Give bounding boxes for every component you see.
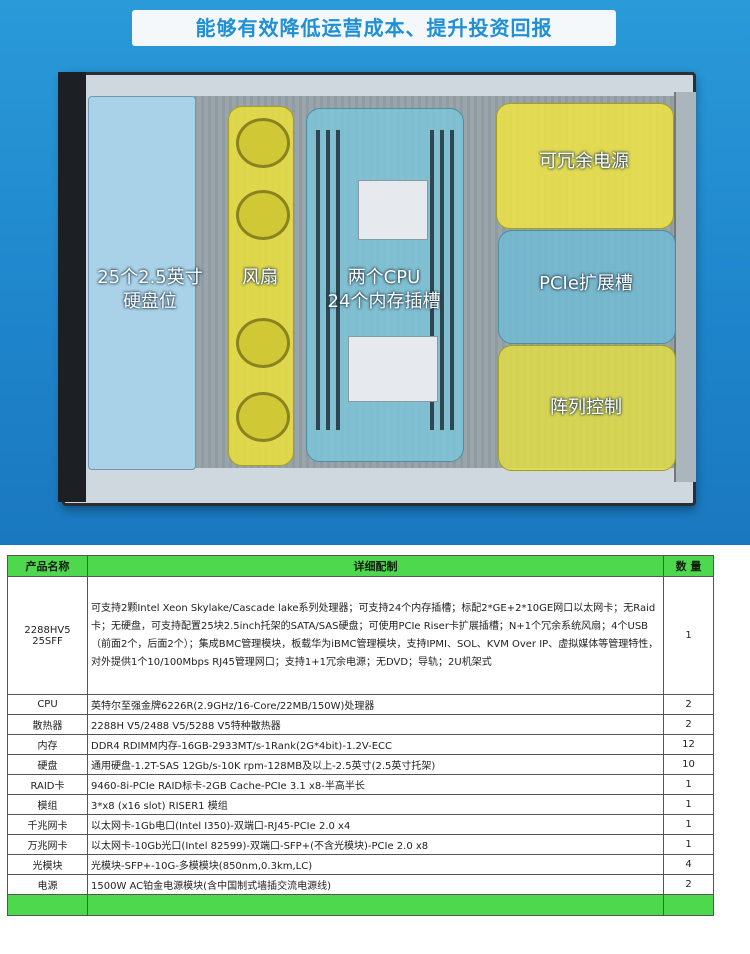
footer-cell [7,894,88,916]
product-detail: 9460-8i-PCIe RAID标卡-2GB Cache-PCIe 3.1 x… [87,774,664,795]
product-qty: 1 [663,794,714,815]
disk-bay-zone [88,96,196,470]
product-name: 千兆网卡 [7,814,88,835]
disk-label: 25个2.5英寸 硬盘位 [88,266,212,314]
cpu-socket [348,336,438,402]
product-name: 硬盘 [7,754,88,775]
table-row: 2288HV5 25SFF 可支持2颗Intel Xeon Skylake/Ca… [7,576,714,695]
product-name: 内存 [7,734,88,755]
product-qty: 2 [663,694,714,715]
fan-icon [236,190,290,240]
cpu-label: 两个CPU 24个内存插槽 [327,267,441,312]
product-qty: 1 [663,576,714,695]
product-detail: 可支持2颗Intel Xeon Skylake/Cascade lake系列处理… [87,576,664,695]
product-name: 模组 [7,794,88,815]
product-detail: 光模块-SFP+-10G-多模模块(850nm,0.3km,LC) [87,854,664,875]
product-detail: 3*x8 (x16 slot) RISER1 模组 [87,794,664,815]
table-row: 光模块 光模块-SFP+-10G-多模模块(850nm,0.3km,LC) 4 [7,854,714,875]
product-detail: DDR4 RDIMM内存-16GB-2933MT/s-1Rank(2G*4bit… [87,734,664,755]
product-qty: 10 [663,754,714,775]
dimm-slot [450,130,454,430]
header-product: 产品名称 [7,555,88,577]
psu-label: 可冗余电源 [539,151,629,172]
dimm-slot [430,130,434,430]
table-row: 硬盘 通用硬盘-1.2T-SAS 12Gb/s-10K rpm-128MB及以上… [7,754,714,775]
fan-icon [236,392,290,442]
product-name: 散热器 [7,714,88,735]
cpu-socket [358,180,428,240]
product-detail: 英特尔至强金牌6226R(2.9GHz/16-Core/22MB/150W)处理… [87,694,664,715]
fan-icon [236,118,290,168]
table-row: CPU 英特尔至强金牌6226R(2.9GHz/16-Core/22MB/150… [7,694,714,715]
product-detail: 以太网卡-10Gb光口(Intel 82599)-双端口-SFP+(不含光模块)… [87,834,664,855]
fan-icon [236,318,290,368]
product-name: 光模块 [7,854,88,875]
front-rail [58,72,86,502]
dimm-slot [316,130,320,430]
pcie-zone [498,230,676,344]
table-row: 千兆网卡 以太网卡-1Gb电口(Intel I350)-双端口-RJ45-PCI… [7,814,714,835]
product-detail: 1500W AC铂金电源模块(含中国制式墙插交流电源线) [87,874,664,895]
table-row: 电源 1500W AC铂金电源模块(含中国制式墙插交流电源线) 2 [7,874,714,895]
header-detail: 详细配制 [87,555,664,577]
product-qty: 2 [663,714,714,735]
dimm-slot [326,130,330,430]
footer-cell [87,894,664,916]
product-name: 万兆网卡 [7,834,88,855]
table-footer-row [7,894,714,916]
table-row: 内存 DDR4 RDIMM内存-16GB-2933MT/s-1Rank(2G*4… [7,734,714,755]
product-qty: 1 [663,814,714,835]
raid-zone [498,345,676,471]
table-row: 万兆网卡 以太网卡-10Gb光口(Intel 82599)-双端口-SFP+(不… [7,834,714,855]
table-row: 模组 3*x8 (x16 slot) RISER1 模组 1 [7,794,714,815]
raid-label: 阵列控制 [550,397,622,418]
dimm-slot [440,130,444,430]
psu-zone [496,103,674,229]
spec-table: 产品名称 详细配制 数 量 2288HV5 25SFF 可支持2颗Intel X… [7,555,714,916]
header-qty: 数 量 [663,555,714,577]
pcie-label: PCIe扩展槽 [539,273,633,294]
headline-banner: 能够有效降低运营成本、提升投资回报 [132,10,616,46]
fan-label: 风扇 [242,267,278,288]
product-detail: 通用硬盘-1.2T-SAS 12Gb/s-10K rpm-128MB及以上-2.… [87,754,664,775]
product-qty: 1 [663,774,714,795]
product-name: 电源 [7,874,88,895]
product-qty: 2 [663,874,714,895]
footer-cell [663,894,714,916]
product-detail: 2288H V5/2488 V5/5288 V5特种散热器 [87,714,664,735]
product-qty: 1 [663,834,714,855]
cpu-memory-zone [306,108,464,462]
dimm-slot [336,130,340,430]
product-detail: 以太网卡-1Gb电口(Intel I350)-双端口-RJ45-PCIe 2.0… [87,814,664,835]
rear-rail [674,92,696,482]
product-name: CPU [7,694,88,715]
table-row: 散热器 2288H V5/2488 V5/5288 V5特种散热器 2 [7,714,714,735]
product-qty: 12 [663,734,714,755]
product-name: 2288HV5 25SFF [7,576,88,695]
product-qty: 4 [663,854,714,875]
product-photo-section: 能够有效降低运营成本、提升投资回报 25个2.5英寸 硬盘位 风扇 两个CPU … [0,0,750,545]
product-name: RAID卡 [7,774,88,795]
disk-label-text: 25个2.5英寸 硬盘位 [97,267,203,312]
table-row: RAID卡 9460-8i-PCIe RAID标卡-2GB Cache-PCIe… [7,774,714,795]
